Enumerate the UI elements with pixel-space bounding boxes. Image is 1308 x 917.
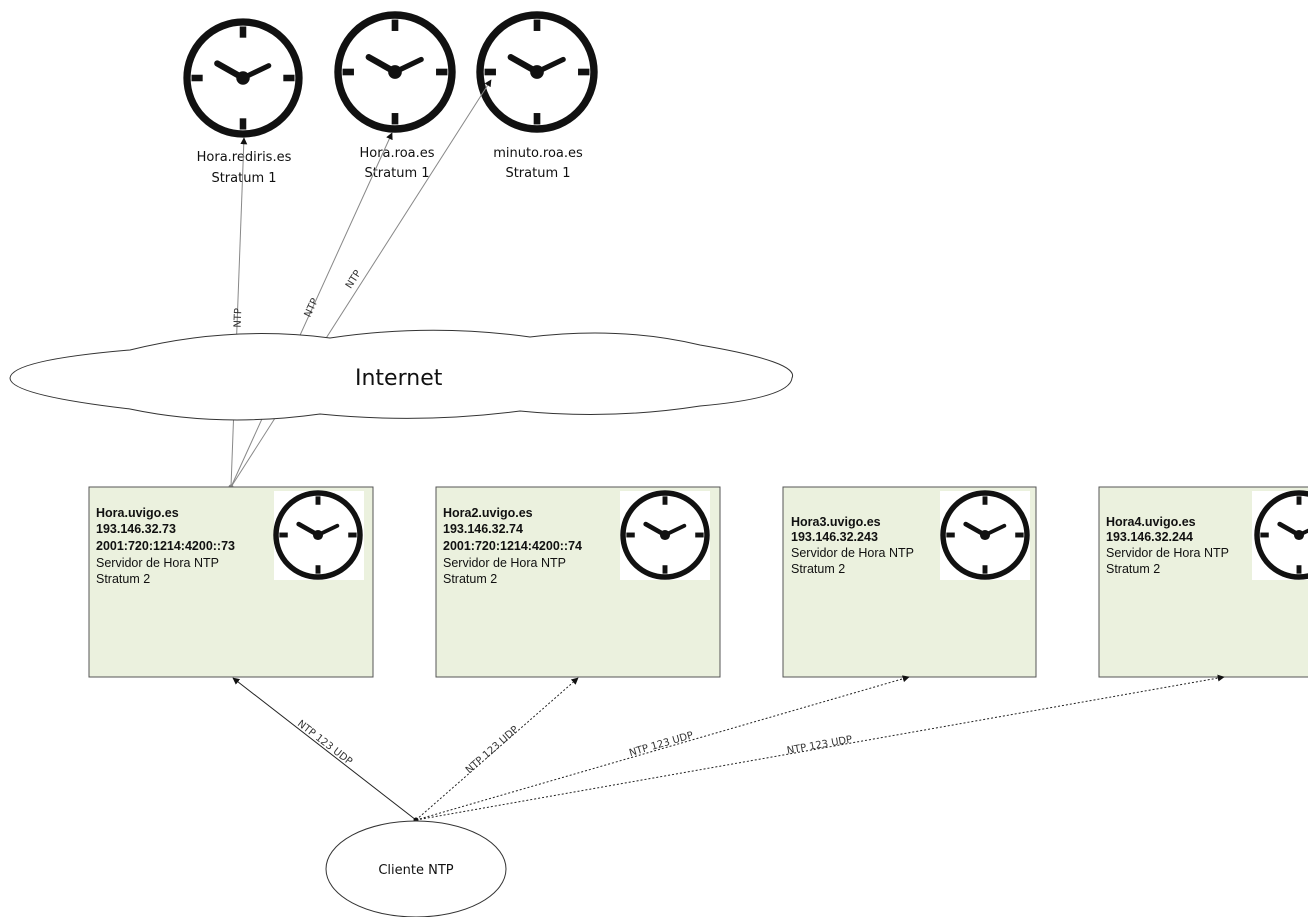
- server-ipv6: 2001:720:1214:4200::74: [443, 539, 582, 553]
- client-link-hora3: [415, 675, 910, 821]
- client-link-hora4: [415, 674, 1225, 821]
- internet-label: Internet: [355, 366, 443, 391]
- clock-icon: [620, 490, 710, 580]
- server-stratum: Stratum 2: [1106, 562, 1160, 576]
- server-role: Servidor de Hora NTP: [96, 556, 219, 570]
- client-link-hora: [232, 677, 417, 821]
- stratum1-name-roa: Hora.roa.es: [359, 146, 434, 161]
- client-link-label-hora3: NTP 123 UDP: [628, 730, 695, 759]
- server-box-hora4: Hora4.uvigo.es 193.146.32.244 Servidor d…: [1098, 486, 1308, 678]
- server-box-hora2: Hora2.uvigo.es 193.146.32.74 2001:720:12…: [435, 486, 721, 678]
- client-link-label-hora2: NTP 123 UDP: [464, 724, 521, 776]
- uplink-roa: [230, 132, 393, 488]
- uplink-rediris: [230, 137, 248, 488]
- server-hostname: Hora4.uvigo.es: [1106, 515, 1196, 529]
- server-role: Servidor de Hora NTP: [443, 556, 566, 570]
- server-stratum: Stratum 2: [791, 562, 845, 576]
- clock-icon: [1254, 490, 1308, 580]
- uplink-label-minuto: NTP: [344, 268, 364, 290]
- server-ipv4: 193.146.32.73: [96, 522, 176, 536]
- server-stratum: Stratum 2: [443, 572, 497, 586]
- stratum1-level-rediris: Stratum 1: [211, 171, 276, 186]
- server-hostname: Hora2.uvigo.es: [443, 506, 533, 520]
- clock-icon: [183, 18, 303, 138]
- server-stratum: Stratum 2: [96, 572, 150, 586]
- server-ipv4: 193.146.32.244: [1106, 530, 1193, 544]
- clock-icon: [940, 490, 1030, 580]
- stratum1-level-minuto: Stratum 1: [505, 166, 570, 181]
- stratum1-level-roa: Stratum 1: [364, 166, 429, 181]
- server-hostname: Hora3.uvigo.es: [791, 515, 881, 529]
- stratum1-name-minuto: minuto.roa.es: [493, 146, 583, 161]
- server-role: Servidor de Hora NTP: [1106, 546, 1229, 560]
- server-box-hora3: Hora3.uvigo.es 193.146.32.243 Servidor d…: [782, 486, 1037, 678]
- uplink-label-rediris: NTP: [233, 308, 245, 328]
- client-link-label-hora: NTP 123 UDP: [295, 718, 354, 767]
- stratum1-name-rediris: Hora.rediris.es: [197, 150, 292, 165]
- server-hostname: Hora.uvigo.es: [96, 506, 179, 520]
- clock-icon: [273, 490, 363, 580]
- clock-icon: [334, 11, 456, 133]
- internet-cloud: [9, 329, 794, 421]
- uplink-minuto: [230, 79, 492, 488]
- server-ipv4: 193.146.32.74: [443, 522, 523, 536]
- client-link-label-hora4: NTP 123 UDP: [786, 734, 853, 756]
- client-label: Cliente NTP: [378, 863, 453, 878]
- uplink-label-roa: NTP: [303, 297, 321, 319]
- server-role: Servidor de Hora NTP: [791, 546, 914, 560]
- client-node: [325, 820, 507, 917]
- server-ipv4: 193.146.32.243: [791, 530, 878, 544]
- clock-icon: [476, 11, 598, 133]
- server-ipv6: 2001:720:1214:4200::73: [96, 539, 235, 553]
- server-box-hora: Hora.uvigo.es 193.146.32.73 2001:720:121…: [88, 486, 374, 678]
